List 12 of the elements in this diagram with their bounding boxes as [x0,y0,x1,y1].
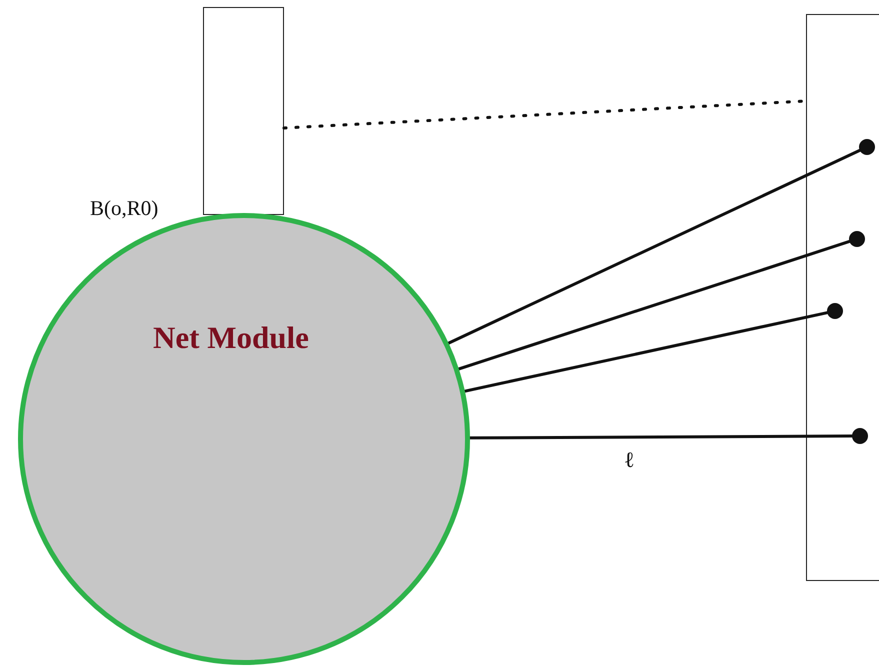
connector-line [457,240,851,370]
module-title: Net Module [153,320,309,356]
dot-marker [858,138,874,154]
connector-line [463,311,829,393]
ball-label: B(o,R0) [90,196,158,221]
dot-marker [848,230,864,246]
dot-marker [826,302,842,318]
connector-line [447,148,862,345]
rectangle-frame [806,14,879,581]
dot-marker [852,428,868,444]
rectangle-frame [203,7,284,215]
connector-line [468,434,854,440]
